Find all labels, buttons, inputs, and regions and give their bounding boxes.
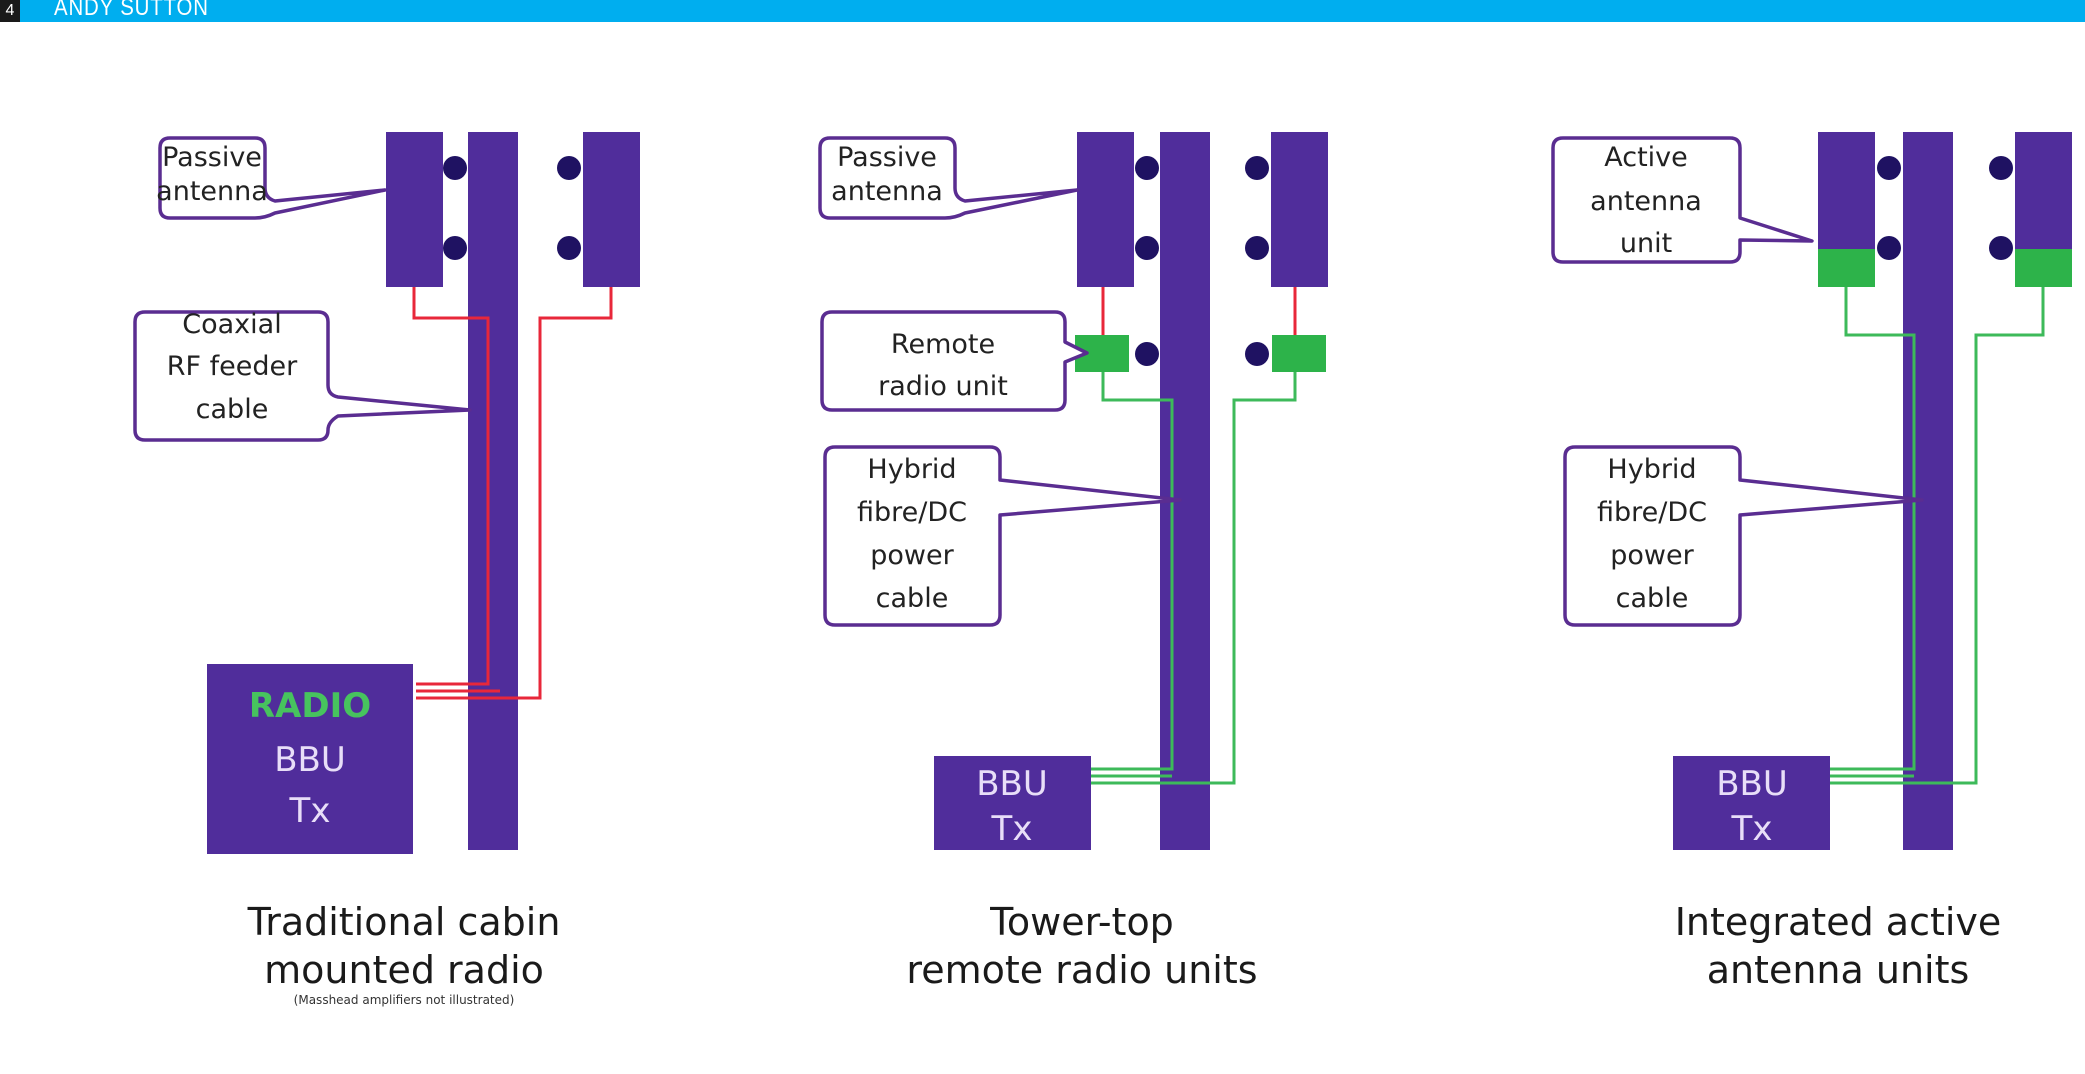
mount-bracket	[1245, 236, 1269, 260]
mount-bracket	[1989, 236, 2013, 260]
panel-caption: antenna units	[1707, 948, 1970, 992]
hybrid-cable	[1830, 287, 2045, 785]
page-number: 4	[0, 0, 20, 22]
mount-bracket	[1245, 156, 1269, 180]
panel-caption: Integrated active	[1675, 900, 2002, 944]
mount-bracket	[1135, 236, 1159, 260]
mount-bracket	[557, 236, 581, 260]
mount-bracket	[1877, 156, 1901, 180]
callout-text: antenna	[156, 176, 268, 207]
callout-passive-antenna	[158, 136, 387, 220]
callout-hybrid-cable	[823, 445, 1182, 627]
active-radio-module-left	[1818, 249, 1875, 287]
mount-bracket	[1135, 342, 1159, 366]
mount-bracket	[1245, 342, 1269, 366]
callout-text: Hybrid	[867, 454, 956, 485]
callout-text: antenna	[1590, 186, 1702, 217]
cabin-box	[934, 756, 1091, 850]
mount-bracket	[443, 156, 467, 180]
cabin-label-bbu: BBU	[274, 740, 346, 780]
tower-mast	[468, 132, 518, 850]
callout-passive-antenna	[818, 136, 1079, 220]
header-bar: 4 ANDY SUTTON	[0, 0, 2085, 22]
cabin-label-radio: RADIO	[249, 686, 371, 726]
active-radio-module-right	[2015, 249, 2072, 287]
cabin-label-bbu: BBU	[976, 764, 1048, 804]
cabin-label-tx: Tx	[289, 791, 331, 831]
hybrid-cable	[1091, 372, 1174, 771]
panel-caption: remote radio units	[906, 948, 1257, 992]
callout-text: Active	[1604, 142, 1688, 173]
mount-bracket	[557, 156, 581, 180]
callout-text: Coaxial	[182, 309, 281, 340]
panel-traditional: Passive antenna Coaxial RF feeder cable …	[133, 132, 640, 1007]
cabin-box	[207, 664, 413, 854]
callout-text: cable	[876, 583, 949, 614]
callout-text: Passive	[837, 142, 937, 173]
cabin-label-bbu: BBU	[1716, 764, 1788, 804]
callout-text: antenna	[831, 176, 943, 207]
callout-text: cable	[1616, 583, 1689, 614]
rf-feeder-cable	[416, 287, 613, 700]
caption-note: (Masshead amplifiers not illustrated)	[294, 993, 515, 1007]
callout-text: power	[870, 540, 954, 571]
hybrid-cable	[1091, 372, 1297, 785]
callout-text: Remote	[891, 329, 995, 360]
callout-remote-radio-unit	[820, 310, 1089, 412]
rf-feeder-cable	[412, 287, 490, 686]
callout-text: cable	[196, 394, 269, 425]
remote-radio-unit-right	[1272, 335, 1326, 372]
cabin-label-tx: Tx	[1731, 809, 1773, 849]
callout-active-antenna-unit	[1551, 136, 1814, 264]
tower-mast	[1160, 132, 1210, 850]
panel-caption: Tower-top	[989, 900, 1174, 944]
cabin-box	[1673, 756, 1830, 850]
panel-active-antenna: Active antenna unit Hybrid fibre/DC powe…	[1551, 132, 2072, 992]
callout-text: fibre/DC	[1597, 497, 1707, 528]
mount-bracket	[1877, 236, 1901, 260]
callout-text: fibre/DC	[857, 497, 967, 528]
callout-coaxial-feeder	[133, 310, 472, 442]
mount-bracket	[1989, 156, 2013, 180]
panel-remote-radio: Passive antenna Remote radio unit Hybrid…	[818, 132, 1328, 992]
callout-text: unit	[1620, 228, 1672, 259]
author-name: ANDY SUTTON	[54, 0, 209, 21]
mount-bracket	[1135, 156, 1159, 180]
callout-text: Hybrid	[1607, 454, 1696, 485]
panel-caption: mounted radio	[264, 948, 544, 992]
cabin-label-tx: Tx	[991, 809, 1033, 849]
antenna-panel-left	[386, 132, 443, 287]
panel-caption: Traditional cabin	[247, 900, 561, 944]
antenna-panel-right	[583, 132, 640, 287]
tower-mast	[1903, 132, 1953, 850]
callout-hybrid-cable	[1563, 445, 1924, 627]
hybrid-cable	[1830, 287, 1916, 771]
callout-text: power	[1610, 540, 1694, 571]
antenna-panel-right	[1271, 132, 1328, 287]
callout-text: Passive	[162, 142, 262, 173]
antenna-panel-left	[1077, 132, 1134, 287]
callout-text: RF feeder	[167, 351, 298, 382]
mount-bracket	[443, 236, 467, 260]
callout-text: radio unit	[878, 371, 1008, 402]
